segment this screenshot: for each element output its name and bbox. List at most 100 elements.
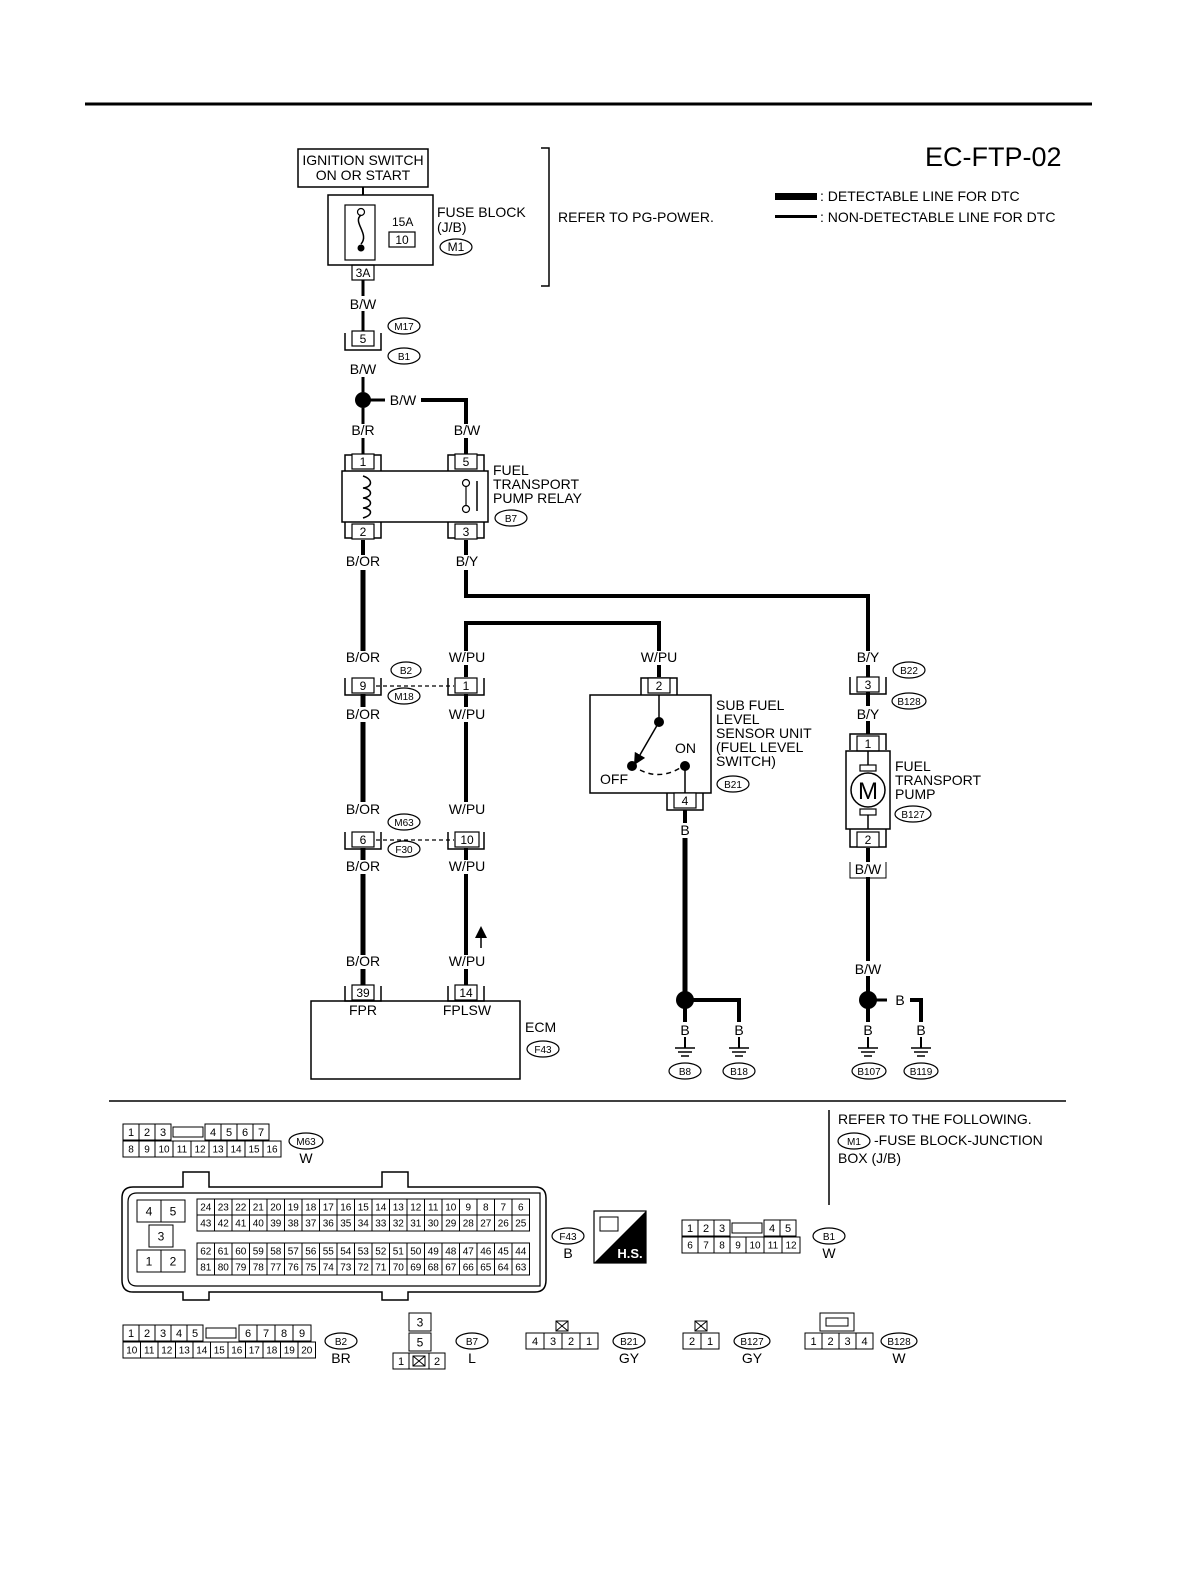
pin-number: 39	[270, 1219, 282, 1230]
svg-text:SWITCH): SWITCH)	[716, 753, 776, 769]
pin-number: 1	[398, 1356, 404, 1368]
fuel-transport-pump-relay: 1 5 2 3 FUEL TRANSPORT PUMP RELAY B7	[341, 453, 583, 540]
svg-text:B/Y: B/Y	[857, 706, 880, 722]
pin-number: 46	[480, 1247, 492, 1258]
pin-number: 8	[483, 1203, 489, 1214]
pin-number: 3	[417, 1315, 424, 1329]
pin-number: 6	[518, 1203, 524, 1214]
pin-number: 24	[200, 1203, 212, 1214]
svg-text:B1: B1	[398, 352, 411, 363]
ecm: 39 14 FPR FPLSW ECM F43	[310, 984, 560, 1080]
svg-text:3: 3	[865, 678, 872, 692]
legend-non-detectable: : NON-DETECTABLE LINE FOR DTC	[820, 209, 1055, 225]
pin-cell	[579, 1332, 599, 1350]
pin-number: 73	[340, 1263, 352, 1274]
pin-number: 9	[735, 1241, 741, 1252]
pin-number: 16	[231, 1346, 243, 1357]
pin-cell	[148, 1224, 174, 1248]
pin-number: 52	[375, 1247, 387, 1258]
pin-cell	[154, 1123, 172, 1141]
pin-cell	[262, 1140, 282, 1158]
svg-text:B127: B127	[740, 1337, 764, 1348]
svg-text:B128: B128	[897, 697, 921, 708]
pin-number: 10	[126, 1346, 138, 1357]
svg-text:SUB FUEL: SUB FUEL	[716, 697, 785, 713]
svg-text:W: W	[822, 1245, 836, 1261]
svg-text:4: 4	[682, 794, 689, 808]
pin-number: 28	[463, 1219, 475, 1230]
svg-text:TRANSPORT: TRANSPORT	[493, 476, 580, 492]
svg-text:2: 2	[360, 525, 367, 539]
svg-text:GY: GY	[742, 1350, 763, 1366]
pin-number: 41	[235, 1219, 247, 1230]
svg-text:FUEL: FUEL	[493, 462, 529, 478]
pin-number: 3	[550, 1336, 556, 1348]
pin-number: 78	[253, 1263, 265, 1274]
svg-text:1: 1	[865, 737, 872, 751]
pin-number: 60	[235, 1247, 247, 1258]
pin-number: 71	[375, 1263, 387, 1274]
svg-text:B/W: B/W	[390, 392, 417, 408]
pin-number: 15	[248, 1145, 260, 1156]
svg-text:2: 2	[865, 833, 872, 847]
pin-number: 1	[687, 1223, 693, 1235]
pin-number: 13	[212, 1145, 224, 1156]
pin-number: 38	[288, 1219, 300, 1230]
legend-detectable: : DETECTABLE LINE FOR DTC	[820, 188, 1020, 204]
lock-icon	[555, 1320, 569, 1332]
svg-text:BR: BR	[331, 1350, 350, 1366]
connector-face-labels: M63 W B1 W B2 BR B7 L B21 GY B127 GY B12…	[288, 1132, 918, 1366]
pin-number: 15	[214, 1346, 226, 1357]
pin-number: 5	[192, 1328, 198, 1340]
pin-number: 50	[410, 1247, 422, 1258]
pin-number: 3	[158, 1229, 165, 1243]
pin-number: 64	[498, 1263, 510, 1274]
svg-text:L: L	[468, 1350, 476, 1366]
grounds	[675, 1047, 931, 1057]
pin-number: 49	[428, 1247, 440, 1258]
svg-text:W/PU: W/PU	[449, 953, 486, 969]
pin-number: 7	[258, 1127, 264, 1139]
pin-number: 20	[270, 1203, 282, 1214]
pin-number: 4	[532, 1336, 538, 1348]
pin-number: 80	[218, 1263, 230, 1274]
pin-cell	[700, 1332, 720, 1350]
pin-number: 44	[515, 1247, 527, 1258]
fuse-block: 15A 10 FUSE BLOCK (J/B) M1 3A	[327, 194, 526, 281]
svg-text:W/PU: W/PU	[449, 649, 486, 665]
svg-text:B7: B7	[505, 514, 518, 525]
svg-text:B/OR: B/OR	[346, 649, 380, 665]
svg-text:B21: B21	[724, 780, 742, 791]
fuel-transport-pump: 1 M 2 FUEL TRANSPORT PUMP B127	[845, 733, 982, 879]
harness-side-icon	[599, 1216, 619, 1232]
svg-text:M1: M1	[847, 1137, 861, 1148]
connector-b2-m18: 9 1 B2 M18	[344, 661, 485, 705]
pin-number: 45	[498, 1247, 510, 1258]
pin-cell	[428, 1352, 446, 1370]
pin-number: 7	[500, 1203, 506, 1214]
pin-number: 7	[263, 1328, 269, 1340]
relay-coil-icon	[362, 475, 372, 519]
pin-number: 7	[703, 1241, 709, 1252]
pin-number: 21	[253, 1203, 265, 1214]
pin-number: 61	[218, 1247, 230, 1258]
svg-text:ON: ON	[675, 740, 696, 756]
svg-text:B/OR: B/OR	[346, 801, 380, 817]
pin-number: 2	[568, 1336, 574, 1348]
pin-number: 4	[769, 1223, 775, 1235]
connector-key	[819, 1312, 855, 1332]
pin-number: 3	[844, 1336, 850, 1348]
ground-labels: B8 B18 B107 B119	[668, 1062, 939, 1080]
svg-text:B21: B21	[620, 1337, 638, 1348]
pin-number: 47	[463, 1247, 475, 1258]
svg-text:B8: B8	[679, 1067, 692, 1078]
pin-number: 1	[128, 1328, 134, 1340]
pin-number: 51	[393, 1247, 405, 1258]
pin-number: 16	[266, 1145, 278, 1156]
pin-number: 15	[358, 1203, 370, 1214]
svg-text:H.S.: H.S.	[617, 1246, 642, 1261]
svg-text:B/OR: B/OR	[346, 553, 380, 569]
pin-number: 4	[861, 1336, 867, 1348]
pin-number: 12	[785, 1241, 797, 1252]
